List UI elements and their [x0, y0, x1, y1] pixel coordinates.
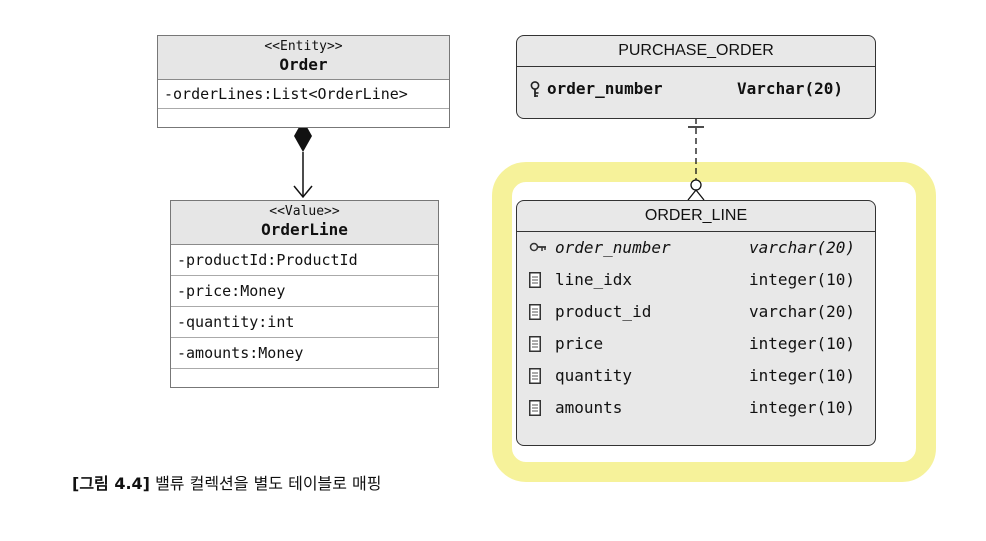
er-row: quantity integer(10) [517, 360, 875, 392]
uml-operations-compartment [171, 369, 438, 387]
uml-class-orderline: <<Value>> OrderLine -productId:ProductId… [170, 200, 439, 388]
foreign-key-icon [529, 240, 546, 257]
relationship-zero-mark [690, 179, 702, 191]
uml-attribute: -amounts:Money [171, 338, 438, 369]
figure-caption-text: 밸류 컬렉션을 별도 테이블로 매핑 [155, 474, 382, 493]
uml-attribute: -price:Money [171, 276, 438, 307]
er-column-type: integer(10) [749, 334, 855, 353]
er-row: amounts integer(10) [517, 392, 875, 424]
figure-caption: [그림 4.4] 밸류 컬렉션을 별도 테이블로 매핑 [72, 470, 382, 494]
uml-class-order: <<Entity>> Order -orderLines:List<OrderL… [157, 35, 450, 128]
column-icon [529, 336, 543, 353]
er-table-order-line: ORDER_LINE order_number varchar(20) line… [516, 200, 876, 446]
er-column-name: line_idx [555, 270, 633, 289]
er-row: order_number varchar(20) [517, 232, 875, 264]
relationship-crowfoot [687, 188, 705, 201]
er-column-name: order_number [555, 238, 671, 257]
er-column-type: varchar(20) [749, 302, 855, 321]
er-column-name: order_number [547, 79, 663, 98]
er-column-type: Varchar(20) [737, 79, 843, 98]
er-column-type: integer(10) [749, 270, 855, 289]
er-column-name: quantity [555, 366, 633, 385]
uml-stereotype: <<Value>> [269, 204, 340, 219]
uml-attribute: -quantity:int [171, 307, 438, 338]
er-column-name: price [555, 334, 604, 353]
er-row: order_number Varchar(20) [517, 73, 875, 105]
er-column-name: product_id [555, 302, 652, 321]
composition-diamond [294, 120, 312, 152]
er-row: line_idx integer(10) [517, 264, 875, 296]
uml-class-name: OrderLine [261, 220, 348, 239]
column-icon [529, 272, 543, 289]
uml-attribute: -orderLines:List<OrderLine> [158, 80, 449, 109]
column-icon [529, 400, 543, 417]
key-icon [529, 81, 543, 98]
er-row: price integer(10) [517, 328, 875, 360]
er-column-name: amounts [555, 398, 623, 417]
er-column-type: varchar(20) [749, 238, 855, 257]
figure-number: [그림 4.4] [72, 474, 150, 493]
uml-class-header: <<Entity>> Order [158, 36, 449, 80]
highlight-marker [492, 162, 936, 482]
composition-arrowhead [293, 185, 313, 199]
er-table-title: PURCHASE_ORDER [517, 36, 875, 67]
er-table-title: ORDER_LINE [517, 201, 875, 232]
er-table-purchase-order: PURCHASE_ORDER order_number Varchar(20) [516, 35, 876, 119]
uml-stereotype: <<Entity>> [264, 39, 343, 54]
uml-class-name: Order [279, 55, 328, 74]
column-icon [529, 304, 543, 321]
uml-attribute: -productId:ProductId [171, 245, 438, 276]
uml-class-header: <<Value>> OrderLine [171, 201, 438, 245]
er-column-type: integer(10) [749, 398, 855, 417]
er-row: product_id varchar(20) [517, 296, 875, 328]
uml-operations-compartment [158, 109, 449, 127]
er-column-type: integer(10) [749, 366, 855, 385]
column-icon [529, 368, 543, 385]
